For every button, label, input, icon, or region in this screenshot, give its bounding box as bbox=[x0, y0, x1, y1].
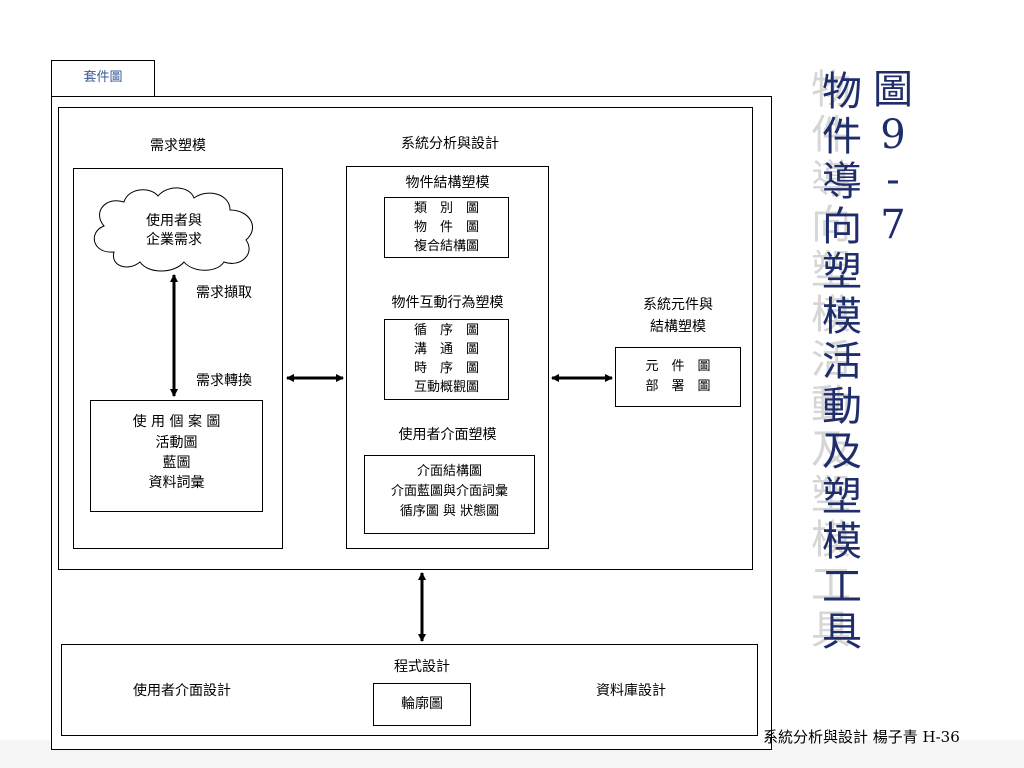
requirements-title: 需求塑模 bbox=[150, 138, 206, 154]
title-shadow-char-11: 工 bbox=[811, 562, 851, 608]
title-char-9: 塑 bbox=[822, 474, 862, 520]
title-shadow-column: 物件導向塑模活動及塑模工具 bbox=[808, 68, 854, 653]
title-char-5: 模 bbox=[822, 294, 862, 340]
footer-text: 系統分析與設計 楊子青 H-36 bbox=[763, 728, 960, 746]
use-case-box bbox=[90, 400, 263, 512]
title-shadow-char-4: 塑 bbox=[811, 247, 851, 293]
ui-box bbox=[364, 455, 535, 534]
behavior-line-3: 時 序 圖 bbox=[413, 361, 479, 376]
ui-line-2: 介面藍圖與介面詞彙 bbox=[390, 484, 508, 499]
package-tab: 套件圖 bbox=[51, 60, 155, 97]
ui-line-1: 介面結構圖 bbox=[416, 464, 482, 479]
structural-line-1: 類 別 圖 bbox=[413, 201, 479, 216]
structural-title: 物件結構塑模 bbox=[405, 175, 490, 191]
use-case-line-2: 活動圖 bbox=[155, 435, 198, 451]
requirements-cloud bbox=[93, 187, 253, 272]
database-design-label: 資料庫設計 bbox=[596, 683, 666, 699]
title-shadow-char-12: 具 bbox=[811, 607, 851, 653]
title-shadow-char-1: 件 bbox=[811, 112, 851, 158]
structural-line-2: 物 件 圖 bbox=[413, 220, 479, 235]
title-figure-char-1: 9 bbox=[880, 112, 906, 158]
structural-line-3: 複合結構圖 bbox=[413, 239, 479, 254]
ui-title: 使用者介面塑模 bbox=[398, 427, 497, 443]
behavior-line-1: 循 序 圖 bbox=[413, 323, 479, 338]
title-char-8: 及 bbox=[822, 429, 862, 475]
behavior-line-2: 溝 通 圖 bbox=[413, 342, 479, 357]
package-tab-label: 套件圖 bbox=[83, 70, 123, 85]
title-shadow-char-10: 模 bbox=[811, 517, 851, 563]
title-char-1: 件 bbox=[822, 114, 862, 160]
cloud-line-1: 使用者與 bbox=[146, 213, 202, 229]
title-figure-char-2: - bbox=[886, 157, 900, 203]
components-title-line-1: 系統元件與 bbox=[643, 297, 713, 313]
title-shadow-char-9: 塑 bbox=[811, 472, 851, 518]
title-char-10: 模 bbox=[822, 519, 862, 565]
title-figure-char-0: 圖 bbox=[873, 67, 913, 113]
use-case-line-1: 使 用 個 案 圖 bbox=[132, 414, 221, 430]
cloud-line-2: 企業需求 bbox=[146, 232, 202, 248]
components-line-2: 部 署 圖 bbox=[645, 379, 711, 394]
components-line-1: 元 件 圖 bbox=[645, 359, 711, 374]
use-case-line-3: 藍圖 bbox=[162, 455, 191, 471]
behavior-line-4: 互動概觀圖 bbox=[413, 380, 479, 395]
transform-label: 需求轉換 bbox=[196, 373, 252, 389]
title-figure-char-3: 7 bbox=[880, 202, 906, 248]
title-char-6: 活 bbox=[822, 339, 862, 385]
title-shadow-char-0: 物 bbox=[811, 67, 851, 113]
title-shadow-char-2: 導 bbox=[811, 157, 851, 203]
use-case-line-4: 資料詞彙 bbox=[148, 475, 205, 491]
ui-design-label: 使用者介面設計 bbox=[133, 683, 231, 699]
title-shadow-char-8: 及 bbox=[811, 427, 851, 473]
title-char-11: 工 bbox=[822, 564, 862, 610]
components-box bbox=[615, 347, 741, 407]
title-char-3: 向 bbox=[822, 204, 862, 250]
ui-line-3: 循序圖 與 狀態圖 bbox=[399, 504, 500, 519]
analysis-title: 系統分析與設計 bbox=[401, 136, 499, 152]
behavior-box bbox=[384, 319, 509, 400]
behavior-title: 物件互動行為塑模 bbox=[391, 295, 504, 311]
title-shadow-char-5: 模 bbox=[811, 292, 851, 338]
structural-box bbox=[384, 197, 509, 258]
components-title-line-2: 結構塑模 bbox=[650, 319, 706, 335]
title-char-7: 動 bbox=[822, 384, 862, 430]
title-char-12: 具 bbox=[822, 609, 862, 655]
outline-box bbox=[373, 683, 471, 726]
slide-title-text: 物件導向塑模活動及塑模工具 bbox=[816, 70, 868, 655]
extract-label: 需求擷取 bbox=[196, 285, 252, 301]
title-shadow-char-6: 活 bbox=[811, 337, 851, 383]
outline-label: 輪廓圖 bbox=[401, 696, 443, 712]
title-char-2: 導 bbox=[822, 159, 862, 205]
title-shadow-char-7: 動 bbox=[811, 382, 851, 428]
title-shadow-char-3: 向 bbox=[811, 202, 851, 248]
programming-title: 程式設計 bbox=[394, 659, 450, 675]
title-char-4: 塑 bbox=[822, 249, 862, 295]
title-char-0: 物 bbox=[822, 69, 862, 115]
